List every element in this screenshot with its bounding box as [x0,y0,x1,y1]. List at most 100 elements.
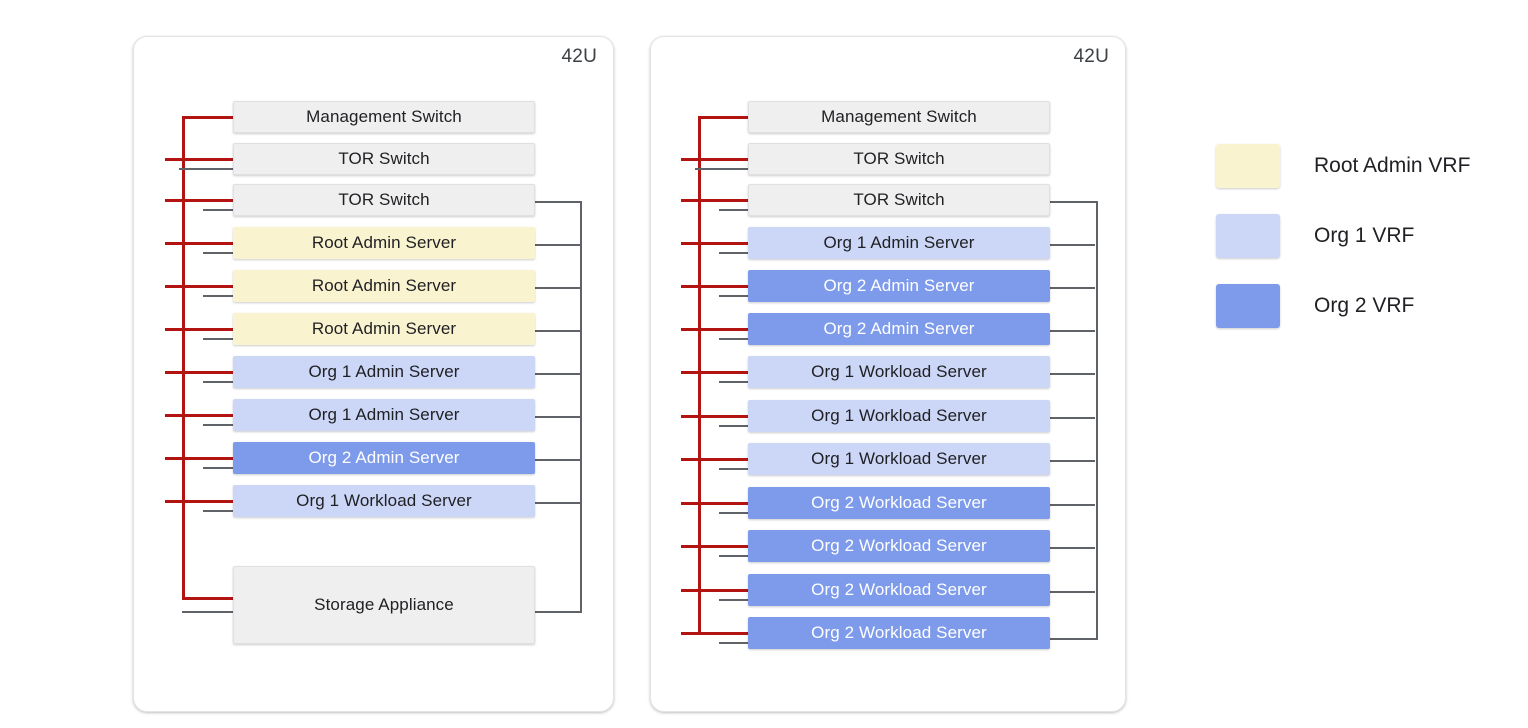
network-drop [203,424,233,426]
network-drop [719,209,748,211]
rack-unit[interactable]: Org 1 Workload Server [233,485,535,517]
network-bus-vertical [580,201,582,611]
network-drop [203,209,233,211]
power-drop [681,328,748,331]
rack-unit[interactable]: Org 2 Workload Server [748,530,1050,562]
legend-item[interactable]: Org 2 VRF [1216,284,1414,328]
rack-unit[interactable]: TOR Switch [233,184,535,216]
rack-unit[interactable]: Org 2 Admin Server [233,442,535,474]
network-drop [719,599,748,601]
network-uplink-stub [535,330,580,332]
network-uplink-stub [535,244,580,246]
network-drop [719,295,748,297]
network-drop [203,252,233,254]
network-drop [203,338,233,340]
network-uplink-stub [535,373,580,375]
power-bus-vertical [182,117,185,599]
power-drop [681,632,748,635]
network-bus-vertical [1096,201,1098,638]
power-drop [165,371,233,374]
legend-swatch [1216,284,1280,328]
legend-swatch [1216,214,1280,258]
network-bus-bottom-leg [1050,638,1098,640]
rack-unit[interactable]: Org 1 Admin Server [233,399,535,431]
rack-unit[interactable]: Org 1 Workload Server [748,400,1050,432]
rack-unit[interactable]: Org 2 Workload Server [748,487,1050,519]
rack-unit[interactable]: Root Admin Server [233,313,535,345]
network-drop [179,168,233,170]
power-drop [681,242,748,245]
rack-capacity-label: 42U [561,46,597,67]
network-bus-top-leg [535,201,582,203]
network-bus-top-leg [1050,201,1098,203]
rack-capacity-label: 42U [1073,46,1109,67]
power-bus-vertical [698,117,701,632]
rack-unit[interactable]: TOR Switch [748,184,1050,216]
rack-unit[interactable]: Org 1 Admin Server [748,227,1050,259]
network-uplink-stub [535,287,580,289]
rack-unit[interactable]: Management Switch [233,101,535,133]
legend-label: Org 2 VRF [1314,294,1415,317]
rack-unit[interactable]: Root Admin Server [233,227,535,259]
power-drop [182,597,233,600]
power-drop [165,242,233,245]
legend-swatch [1216,144,1280,188]
network-drop [719,381,748,383]
legend-item[interactable]: Root Admin VRF [1216,144,1470,188]
network-uplink-stub [1050,547,1095,549]
power-drop [681,371,748,374]
network-drop [719,642,748,644]
power-drop [182,116,233,119]
rack-unit[interactable]: Org 2 Admin Server [748,313,1050,345]
rack-unit[interactable]: Org 1 Workload Server [748,356,1050,388]
power-drop [681,158,748,161]
power-drop [165,414,233,417]
network-uplink-stub [1050,373,1095,375]
power-drop [698,116,748,119]
network-uplink-stub [1050,591,1095,593]
network-uplink-stub [1050,504,1095,506]
network-bus-bottom-leg [535,611,582,613]
power-drop [165,457,233,460]
power-drop [681,415,748,418]
network-drop [719,468,748,470]
rack-unit[interactable]: Root Admin Server [233,270,535,302]
rack-unit[interactable]: Management Switch [748,101,1050,133]
legend-item[interactable]: Org 1 VRF [1216,214,1414,258]
power-drop [681,285,748,288]
network-uplink-stub [1050,460,1095,462]
rack-unit[interactable]: Org 2 Workload Server [748,617,1050,649]
legend-label: Org 1 VRF [1314,224,1415,247]
rack-unit[interactable]: Org 1 Workload Server [748,443,1050,475]
network-uplink-stub [535,502,580,504]
rack-unit[interactable]: Storage Appliance [233,566,535,644]
network-drop [719,425,748,427]
network-uplink-stub [1050,287,1095,289]
rack-unit[interactable]: TOR Switch [748,143,1050,175]
rack-unit[interactable]: TOR Switch [233,143,535,175]
network-drop [719,555,748,557]
network-drop [203,467,233,469]
power-drop [165,328,233,331]
network-uplink-stub [1050,417,1095,419]
power-drop [681,545,748,548]
power-drop [681,199,748,202]
power-drop [165,285,233,288]
power-drop [165,158,233,161]
rack-unit[interactable]: Org 2 Workload Server [748,574,1050,606]
network-uplink-stub [1050,330,1095,332]
power-drop [165,500,233,503]
network-uplink-stub [535,459,580,461]
network-uplink-stub [535,416,580,418]
rack-unit[interactable]: Org 1 Admin Server [233,356,535,388]
rack-unit[interactable]: Org 2 Admin Server [748,270,1050,302]
power-drop [165,199,233,202]
network-drop [695,168,748,170]
power-drop [681,458,748,461]
network-uplink-stub [1050,244,1095,246]
network-drop [203,295,233,297]
network-drop [203,381,233,383]
network-drop [203,510,233,512]
network-drop [719,512,748,514]
